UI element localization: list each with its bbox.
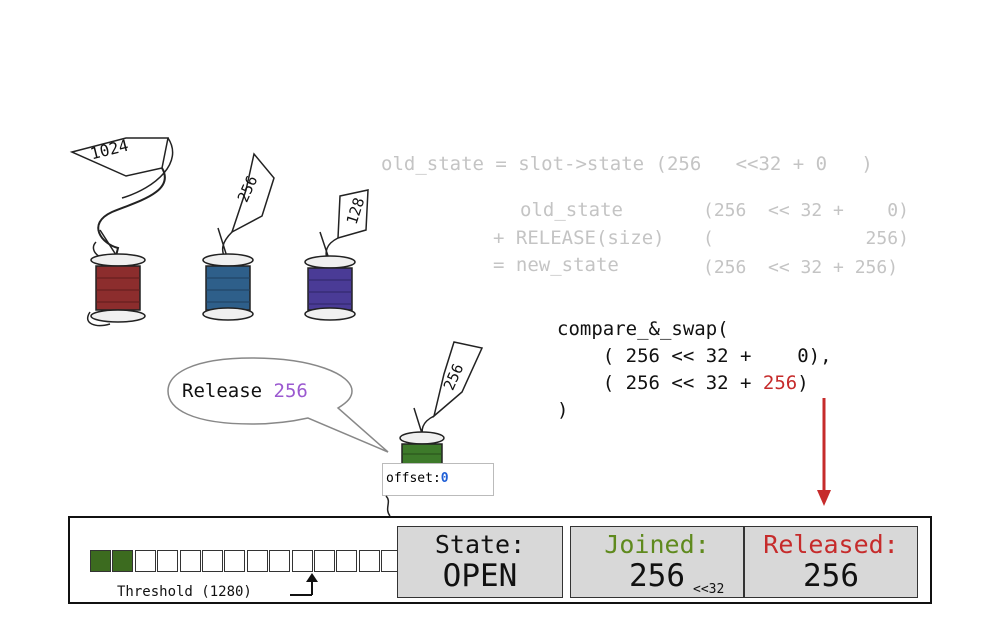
cas-line3-prefix: ( 256 << 32 + [557, 372, 763, 394]
spool-red [66, 132, 186, 332]
bubble-release-label: Release [182, 380, 263, 402]
spool-blue-drawing [202, 152, 275, 321]
capacity-cell-empty [179, 550, 201, 572]
bubble-release-value: 256 [273, 380, 308, 402]
joined-shift-suffix: <<32 [693, 582, 725, 597]
joined-value-row: 256 <<32 [571, 558, 743, 597]
sum-row2-label: + RELEASE(size) [493, 227, 665, 249]
released-value: 256 [803, 558, 859, 594]
joined-value: 256 [629, 558, 685, 594]
red-down-arrow [817, 398, 831, 506]
capacity-cell-filled [90, 550, 111, 572]
capacity-cell-empty [269, 550, 291, 572]
capacity-cell-empty [134, 550, 156, 572]
threshold-label: Threshold (1280) [117, 584, 252, 600]
joined-box: Joined: 256 <<32 [570, 526, 744, 598]
slot-state-panel: Threshold (1280) State: OPEN Joined: 256… [68, 516, 932, 604]
sum-row2-value: ( 256) [703, 228, 909, 249]
sum-row1-value: (256 << 32 + 0) [703, 200, 909, 221]
released-box: Released: 256 [744, 526, 918, 598]
released-label: Released: [763, 530, 899, 559]
state-box: State: OPEN [397, 526, 563, 598]
sum-row3-label: = new_state [493, 254, 619, 276]
offset-box: offset:0 [382, 463, 494, 496]
cas-line3: ( 256 << 32 + 256) [557, 372, 809, 394]
spool-purple-drawing [304, 189, 369, 321]
spool-purple [290, 186, 380, 336]
capacity-cell-empty [358, 550, 380, 572]
threshold-arrow-icon [290, 573, 318, 596]
state-value: OPEN [442, 558, 518, 594]
joined-label: Joined: [604, 530, 710, 559]
cas-line3-suffix: ) [797, 372, 809, 394]
offset-connector [385, 495, 391, 517]
capacity-cell-empty [224, 550, 246, 572]
bubble-text: Release 256 [182, 380, 308, 402]
capacity-cell-empty [202, 550, 223, 572]
spool-blue [192, 150, 282, 330]
capacity-cell-filled [112, 550, 134, 572]
capacity-cell-empty [314, 550, 335, 572]
sum-row1-label: old_state [520, 199, 623, 221]
cas-line2: ( 256 << 32 + 0), [557, 345, 832, 367]
capacity-cell-empty [157, 550, 179, 572]
capacity-cell-empty [336, 550, 358, 572]
capacity-cell-empty [246, 550, 268, 572]
old-state-line: old_state = slot->state (256 <<32 + 0 ) [381, 153, 873, 175]
state-label: State: [434, 530, 526, 559]
cas-line1: compare_&_swap( [557, 318, 729, 340]
capacity-cell-empty [291, 550, 313, 572]
cas-line4: ) [557, 399, 569, 421]
sum-row3-value: (256 << 32 + 256) [703, 257, 899, 278]
cas-new-released-value: 256 [762, 372, 798, 394]
speech-bubble [167, 357, 389, 453]
offset-label: offset: [386, 471, 441, 486]
offset-value: 0 [440, 471, 449, 486]
spool-red-drawing [69, 137, 174, 327]
